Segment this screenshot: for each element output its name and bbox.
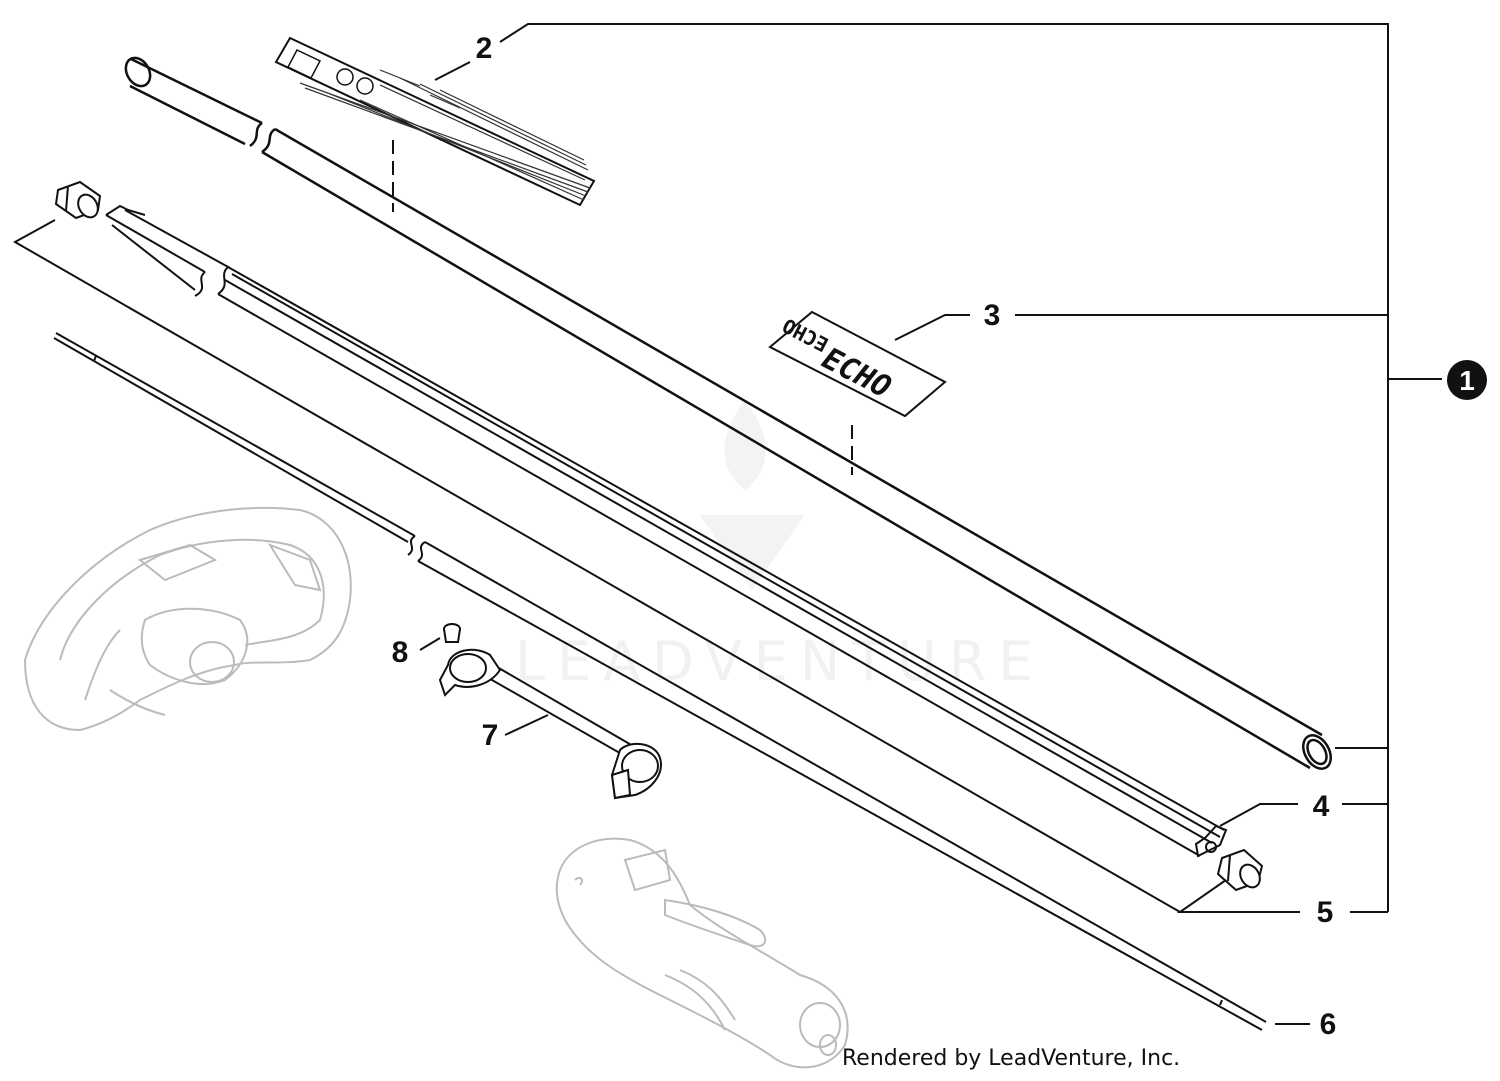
hanger-bracket <box>438 648 662 800</box>
callout-2: 2 <box>476 32 493 65</box>
shaft-liner <box>105 204 1228 858</box>
watermark: LEADVENTURE <box>515 400 1044 693</box>
bushing-top <box>54 180 102 220</box>
callout-3: 3 <box>984 299 1001 332</box>
decal-echo-label: ECHO ECHO <box>768 310 947 475</box>
callout-5: 5 <box>1317 896 1334 929</box>
outer-shaft-tube <box>124 56 1332 770</box>
bushing-bottom <box>1216 848 1264 892</box>
callout-8: 8 <box>392 636 409 669</box>
callout-1-badge: 1 <box>1447 360 1487 400</box>
render-credit: Rendered by LeadVenture, Inc. <box>842 1046 1181 1071</box>
decal-warning-label <box>274 36 596 212</box>
callout-6: 6 <box>1320 1008 1337 1041</box>
callout-7: 7 <box>482 719 499 752</box>
callout-4: 4 <box>1313 790 1330 823</box>
screw <box>443 623 461 643</box>
drive-shaft <box>53 332 1267 1031</box>
watermark-text: LEADVENTURE <box>515 630 1044 693</box>
leader-lines <box>12 23 1442 1025</box>
loop-handle-ghost <box>23 506 352 732</box>
grip-handle-ghost <box>555 837 849 1069</box>
callout-1: 1 <box>1459 365 1475 396</box>
